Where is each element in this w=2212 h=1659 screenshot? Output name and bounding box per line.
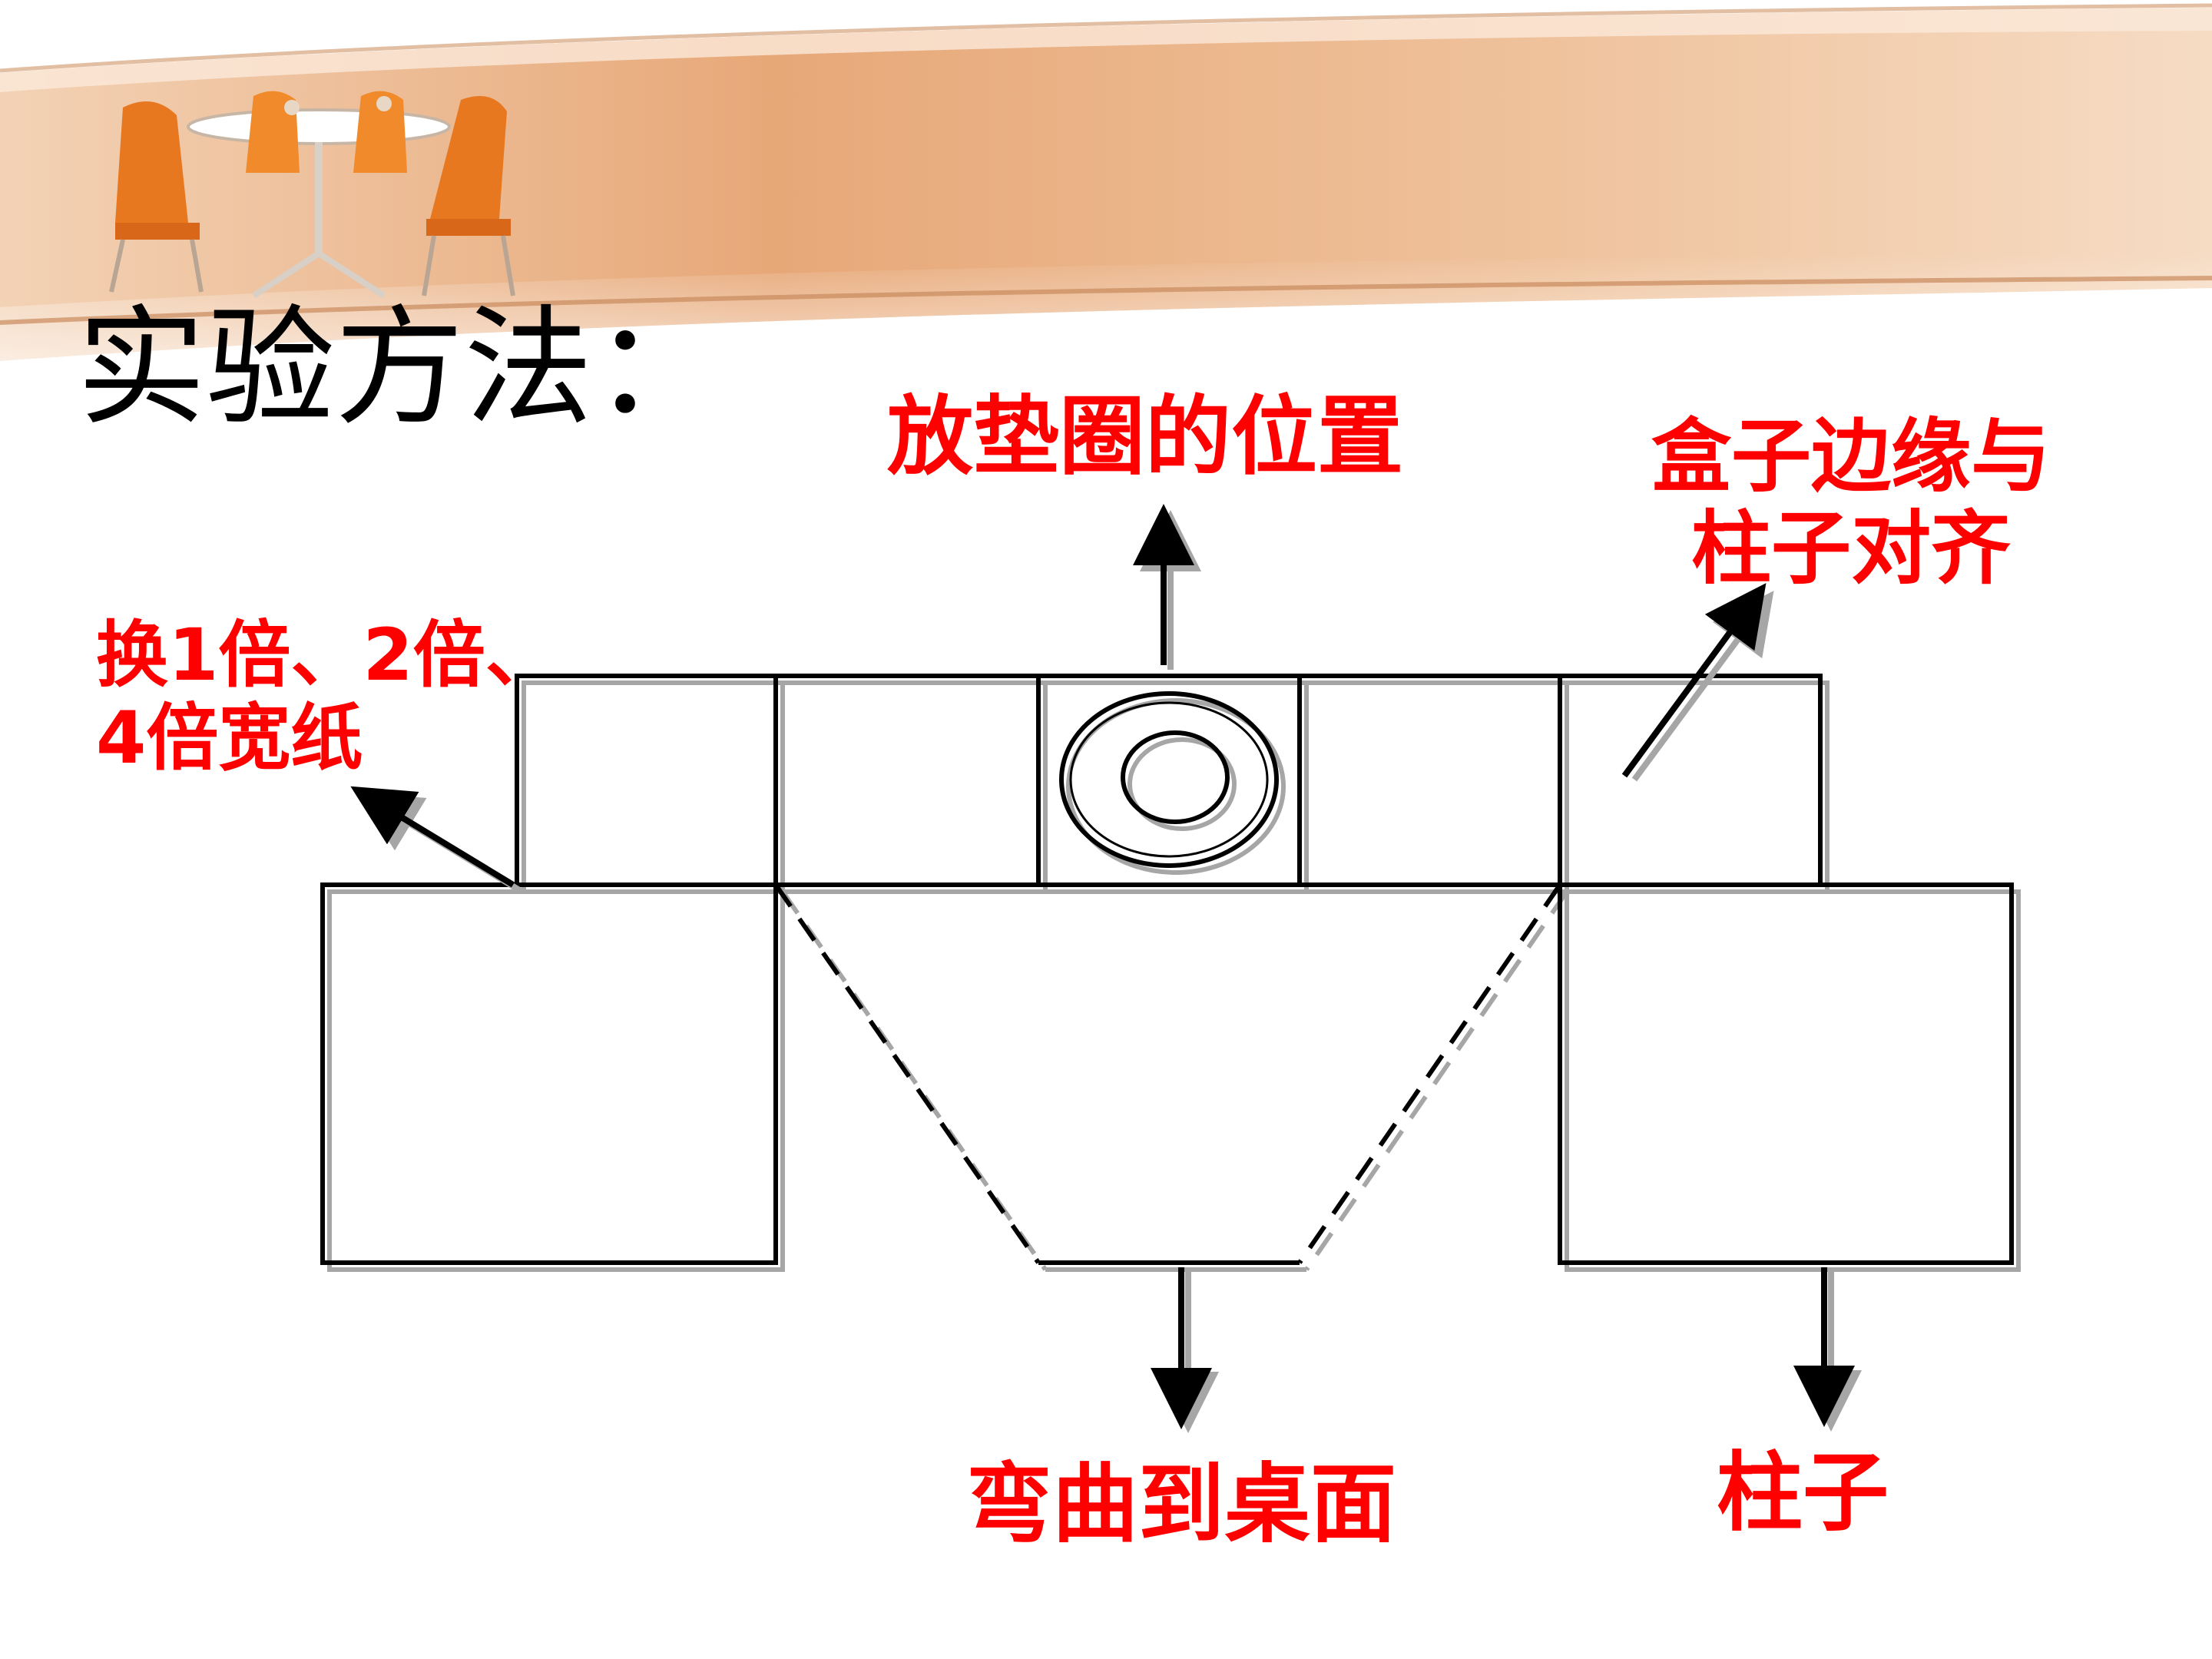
label-paper-width-line1: 换1倍、2倍、 xyxy=(96,614,558,697)
right-pillar-box xyxy=(1558,882,2014,1265)
label-box-edge-align: 盒子边缘与 柱子对齐 xyxy=(1651,409,2051,595)
bend-right-dashed xyxy=(1297,883,1562,1264)
header-banner xyxy=(0,3,2212,361)
label-bent-to-table: 弯曲到桌面 xyxy=(966,1455,1396,1555)
diagram-shadow xyxy=(327,680,2021,1272)
label-box-edge-line2: 柱子对齐 xyxy=(1691,501,2012,595)
top-strip xyxy=(515,674,1823,887)
paper-bridge xyxy=(320,674,2014,1265)
label-washer-position: 放垫圈的位置 xyxy=(887,387,1403,487)
left-pillar-box xyxy=(320,882,778,1265)
dining-set-icon xyxy=(109,91,515,299)
washer-icon xyxy=(1059,691,1279,868)
annotation-arrows xyxy=(350,504,1862,1433)
label-pillar: 柱子 xyxy=(1717,1443,1889,1543)
label-box-edge-line1: 盒子边缘与 xyxy=(1651,409,2051,503)
label-paper-width: 换1倍、2倍、 4倍宽纸 xyxy=(96,614,558,780)
slide-title: 实验方法： xyxy=(77,293,722,443)
bend-left-dashed xyxy=(773,883,1041,1264)
arrow-box-edge xyxy=(1621,583,1767,778)
label-paper-width-line2: 4倍宽纸 xyxy=(96,697,363,781)
arrow-paper-width xyxy=(350,786,515,888)
